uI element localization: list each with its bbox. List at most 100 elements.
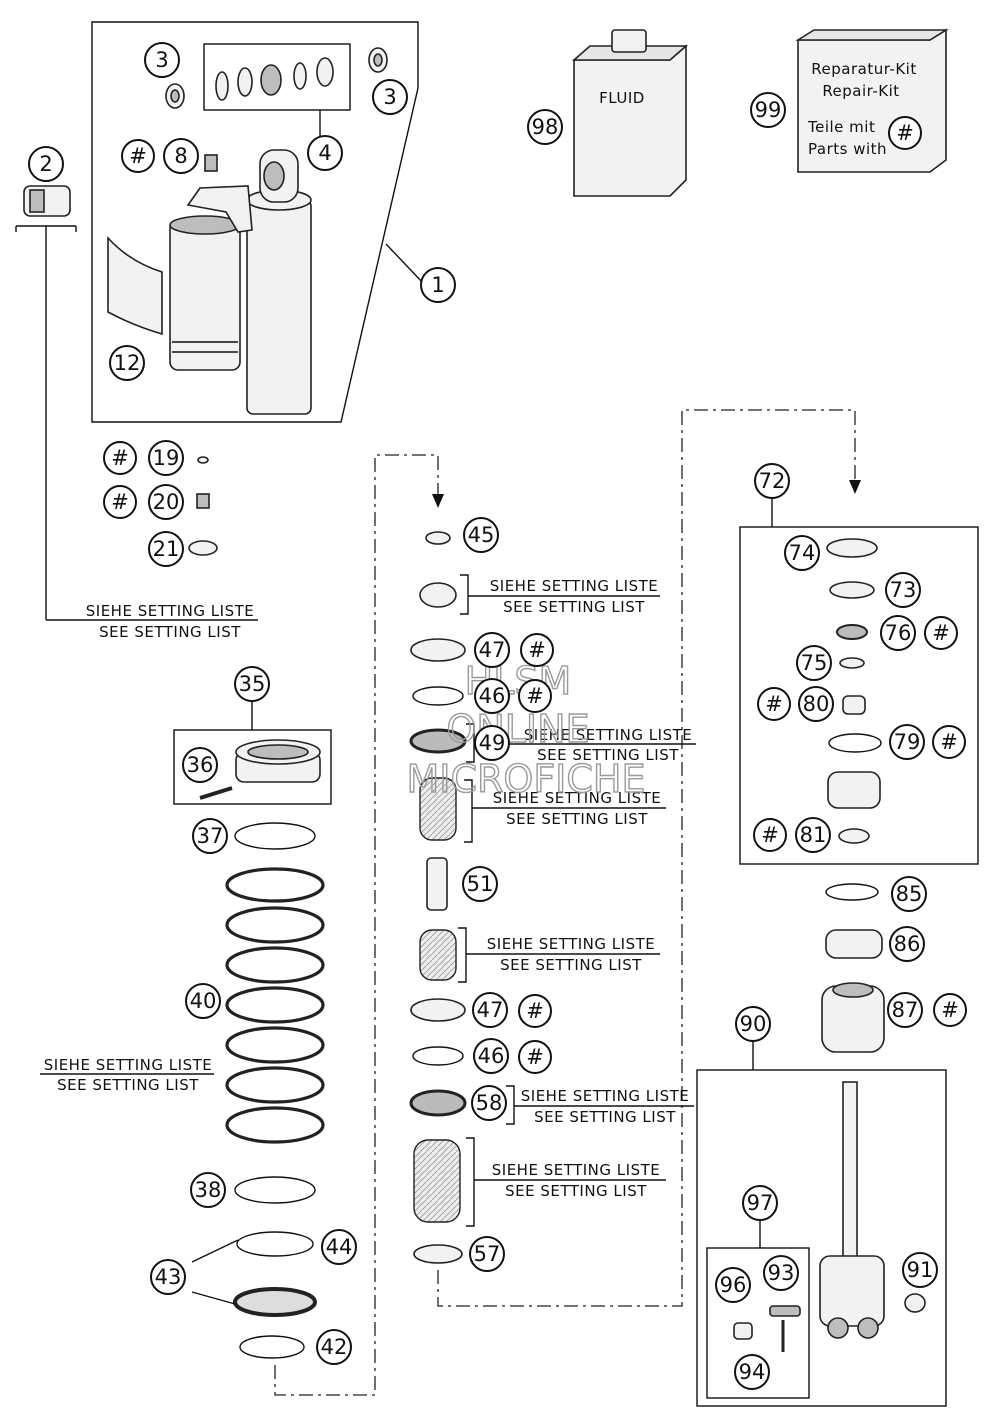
svg-text:SIEHE SETTING LISTE: SIEHE SETTING LISTE (490, 577, 659, 595)
hash-47b-mark: # (518, 994, 552, 1028)
callout-number: 72 (759, 469, 786, 493)
callout-number: 86 (894, 932, 921, 956)
callout-number: 98 (532, 115, 559, 139)
svg-text:SEE SETTING LIST: SEE SETTING LIST (57, 1076, 199, 1094)
oring-44 (236, 1231, 314, 1257)
callout-number: 94 (739, 1360, 766, 1384)
callout-number: 3 (383, 85, 396, 109)
callout-number: 45 (468, 523, 495, 547)
callout-1: 1 (420, 267, 456, 303)
callout-79: 79 (889, 724, 925, 760)
svg-text:#: # (111, 490, 129, 514)
callout-37: 37 (192, 818, 228, 854)
callout-number: 93 (768, 1261, 795, 1285)
oring-19 (197, 456, 209, 464)
svg-text:#: # (896, 121, 914, 145)
callout-43: 43 (150, 1259, 186, 1295)
svg-text:#: # (526, 684, 544, 708)
callout-76: 76 (880, 615, 916, 651)
piston-rod-frame (696, 1069, 947, 1407)
callout-number: 4 (318, 141, 331, 165)
callout-number: 2 (39, 152, 52, 176)
piston-rod (819, 1081, 885, 1339)
callout-21: 21 (148, 531, 184, 567)
svg-text:SIEHE SETTING LISTE: SIEHE SETTING LISTE (521, 1087, 690, 1105)
callout-44: 44 (321, 1229, 357, 1265)
svg-text:SIEHE SETTING LISTE: SIEHE SETTING LISTE (493, 789, 662, 807)
hash-46b-mark: # (518, 1040, 552, 1074)
svg-text:SIEHE SETTING LISTE: SIEHE SETTING LISTE (487, 935, 656, 953)
bushing-91 (904, 1293, 926, 1313)
callout-3: 3 (144, 42, 180, 78)
callout-94: 94 (734, 1354, 770, 1390)
screw-20 (196, 493, 210, 509)
svg-text:#: # (526, 999, 544, 1023)
callout-86: 86 (889, 926, 925, 962)
svg-text:Repair-Kit: Repair-Kit (822, 82, 899, 100)
hash-47a-mark: # (520, 633, 554, 667)
seal-kit-frame (203, 43, 351, 111)
callout-number: 46 (479, 684, 506, 708)
hash-8-mark: # (121, 139, 155, 173)
adjuster-part-2 (23, 185, 71, 217)
callout-74: 74 (784, 535, 820, 571)
svg-text:#: # (761, 823, 779, 847)
callout-number: 46 (478, 1044, 505, 1068)
callout-number: 76 (885, 621, 912, 645)
svg-text:SEE SETTING LIST: SEE SETTING LIST (500, 956, 642, 974)
callout-number: 49 (479, 731, 506, 755)
hash-76-mark: # (924, 616, 958, 650)
callout-number: 42 (321, 1335, 348, 1359)
bleed-valve-parts (733, 1305, 801, 1352)
callout-3: 3 (372, 79, 408, 115)
svg-text:SEE SETTING LIST: SEE SETTING LIST (534, 1108, 676, 1126)
coil-spring (225, 867, 325, 1144)
hash-80-mark: # (757, 687, 791, 721)
callout-93: 93 (763, 1255, 799, 1291)
callout-number: 57 (474, 1242, 501, 1266)
svg-text:SIEHE SETTING LISTE: SIEHE SETTING LISTE (44, 1056, 213, 1074)
callout-49: 49 (474, 725, 510, 761)
part-callouts: 1233481219202135363738404243444546464747… (28, 42, 938, 1390)
assembly-path-left (274, 454, 439, 1396)
callout-number: 91 (907, 1258, 934, 1282)
svg-text:SEE SETTING LIST: SEE SETTING LIST (503, 598, 645, 616)
callout-35: 35 (234, 666, 270, 702)
callout-number: 19 (153, 446, 180, 470)
callout-8: 8 (163, 138, 199, 174)
callout-number: 35 (239, 672, 266, 696)
callout-number: 85 (896, 882, 923, 906)
svg-text:SIEHE SETTING LISTE: SIEHE SETTING LISTE (524, 726, 693, 744)
svg-text:Reparatur-Kit: Reparatur-Kit (811, 60, 916, 78)
callout-98: 98 (527, 109, 563, 145)
callout-46: 46 (473, 1038, 509, 1074)
callout-58: 58 (471, 1085, 507, 1121)
right-box-parts (826, 538, 882, 844)
callout-number: 8 (174, 144, 187, 168)
callout-number: 81 (800, 823, 827, 847)
callout-47: 47 (472, 992, 508, 1028)
svg-text:#: # (941, 998, 959, 1022)
svg-text:Parts with: Parts with (808, 140, 887, 158)
callout-number: 99 (755, 98, 782, 122)
fluid-text: FLUID (599, 89, 644, 107)
compression-adjuster-frame (739, 526, 979, 865)
spring-washer-38 (234, 1176, 316, 1204)
callout-number: 20 (153, 490, 180, 514)
callout-number: 38 (195, 1178, 222, 1202)
svg-text:#: # (129, 144, 147, 168)
spring-seat-37 (234, 822, 316, 850)
setting-brackets (458, 574, 696, 1227)
callout-number: 3 (155, 48, 168, 72)
callout-87: 87 (887, 992, 923, 1028)
svg-text:SEE SETTING LIST: SEE SETTING LIST (99, 623, 241, 641)
svg-text:MICROFICHE: MICROFICHE (406, 757, 645, 801)
callout-57: 57 (469, 1236, 505, 1272)
callout-38: 38 (190, 1172, 226, 1208)
callout-20: 20 (148, 484, 184, 520)
seal-kit-rings (215, 57, 334, 101)
callout-number: 44 (326, 1235, 353, 1259)
callout-number: 43 (155, 1265, 182, 1289)
callout-72: 72 (754, 463, 790, 499)
